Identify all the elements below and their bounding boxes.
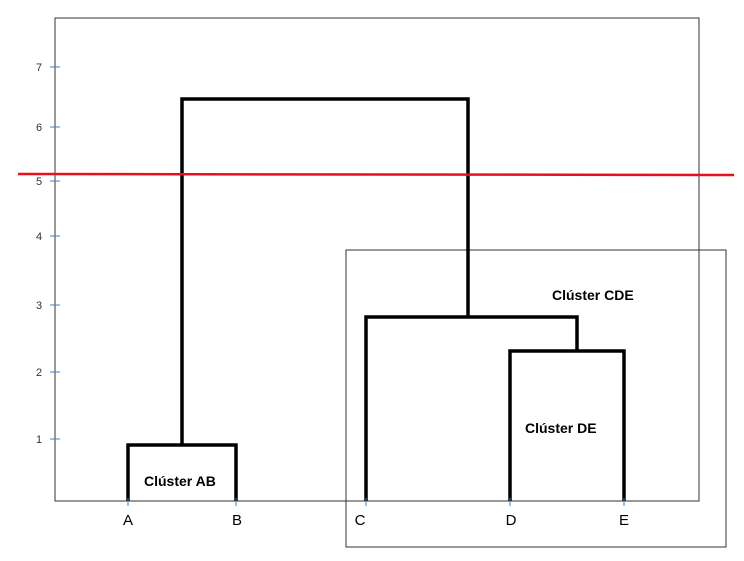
leaf-label-b: B [232,512,242,529]
cluster-ab-label: Clúster AB [144,473,216,489]
dendrogram-tree [126,97,626,501]
y-tick-label: 1 [36,434,42,446]
cut-line [17,172,735,177]
branch-cde [364,315,579,501]
cluster-cde-label: Clúster CDE [552,287,634,303]
branch-de [508,349,626,501]
y-tick-label: 3 [36,300,42,312]
leaf-ticks [127,498,625,506]
leaf-label-c: C [355,512,366,529]
cluster-cde-frame [345,249,727,548]
branch-root [180,97,470,445]
leaf-label-a: A [123,512,133,529]
y-tick-label: 5 [36,176,42,188]
y-tick-label: 4 [36,231,42,243]
plot-frame [54,17,700,502]
y-axis: 1 2 3 4 5 6 7 [36,62,60,446]
y-tick-label: 7 [36,62,42,74]
y-tick-label: 6 [36,122,42,134]
cluster-de-label: Clúster DE [525,420,597,436]
leaf-label-d: D [506,512,517,529]
leaf-label-e: E [619,512,629,529]
y-tick-label: 2 [36,367,42,379]
